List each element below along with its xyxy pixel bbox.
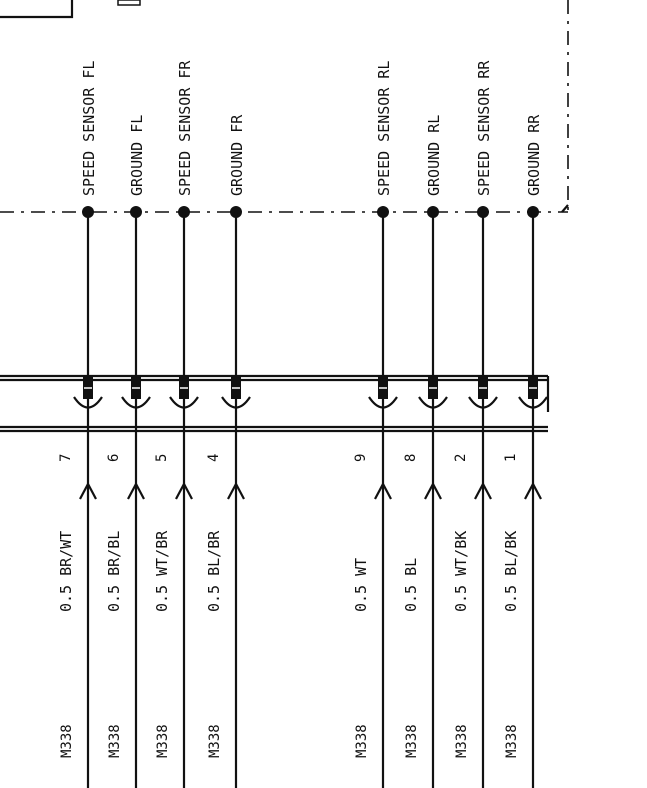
wire-spec: 0.5 BR/WT: [57, 531, 75, 612]
socket-arc: [73, 396, 103, 409]
connector-id: M338: [354, 724, 370, 758]
connector-housing: [0, 374, 550, 433]
pin-6: GROUND FL 6 0.5 BR/BL M338: [105, 115, 151, 788]
pin-number: 5: [154, 454, 170, 462]
terminal-label: SPEED SENSOR RL: [375, 61, 393, 196]
pin-2: SPEED SENSOR RR 2 0.5 WT/BK M338: [452, 60, 498, 788]
arrow-icon: [424, 481, 442, 500]
connector-id: M338: [504, 724, 520, 758]
socket-arc: [468, 396, 498, 409]
wire-spec: 0.5 WT: [352, 558, 370, 612]
terminal-label: GROUND FL: [128, 115, 146, 196]
arrow-icon: [374, 481, 392, 500]
pin-number: 9: [353, 454, 369, 462]
pin-number: 1: [503, 454, 519, 462]
terminal-label: SPEED SENSOR FR: [176, 60, 194, 196]
pin-number: 8: [403, 454, 419, 462]
wire-spec: 0.5 WT/BR: [153, 530, 171, 612]
arrow-icon: [79, 481, 97, 500]
connector-id: M338: [155, 724, 171, 758]
connector-id: M338: [207, 724, 223, 758]
connector-id: M338: [404, 724, 420, 758]
control-unit-boundary: [0, 0, 569, 213]
socket-arc: [418, 396, 448, 409]
arrow-icon: [227, 481, 245, 500]
terminal-label: GROUND RR: [525, 114, 543, 196]
socket-arc: [221, 396, 251, 409]
pin-8: GROUND RL 8 0.5 BL M338: [402, 115, 448, 788]
wire-spec: 0.5 BL: [402, 558, 420, 612]
pin-number: 2: [453, 454, 469, 462]
pin-5: SPEED SENSOR FR 5 0.5 WT/BR M338: [153, 60, 199, 788]
terminal-label: SPEED SENSOR RR: [475, 60, 493, 196]
pin-9: SPEED SENSOR RL 9 0.5 WT M338: [352, 61, 398, 788]
pin-4: GROUND FR 4 0.5 BL/BR M338: [205, 114, 251, 788]
connector-id: M338: [107, 724, 123, 758]
wire-spec: 0.5 BL/BK: [502, 531, 520, 612]
arrow-icon: [474, 481, 492, 500]
pin-number: 4: [206, 454, 222, 462]
pin-number: 6: [106, 454, 122, 462]
arrow-icon: [175, 481, 193, 500]
socket-arc: [121, 396, 151, 409]
wire-spec: 0.5 BL/BR: [205, 530, 223, 612]
terminal-label: SPEED SENSOR FL: [80, 61, 98, 196]
arrow-icon: [524, 481, 542, 500]
pin-7: SPEED SENSOR FL 7 0.5 BR/WT M338: [57, 61, 103, 788]
arrow-icon: [127, 481, 145, 500]
socket-arc: [169, 396, 199, 409]
wire-spec: 0.5 WT/BK: [452, 531, 470, 612]
connector-id: M338: [454, 724, 470, 758]
top-frame: [0, 0, 141, 19]
socket-arc: [518, 396, 548, 409]
terminal-label: GROUND RL: [425, 115, 443, 196]
pin-1: GROUND RR 1 0.5 BL/BK M338: [502, 114, 548, 788]
terminal-label: GROUND FR: [228, 114, 246, 196]
pin-number: 7: [58, 454, 74, 462]
socket-arc: [368, 396, 398, 409]
wire-spec: 0.5 BR/BL: [105, 531, 123, 612]
connector-id: M338: [59, 724, 75, 758]
